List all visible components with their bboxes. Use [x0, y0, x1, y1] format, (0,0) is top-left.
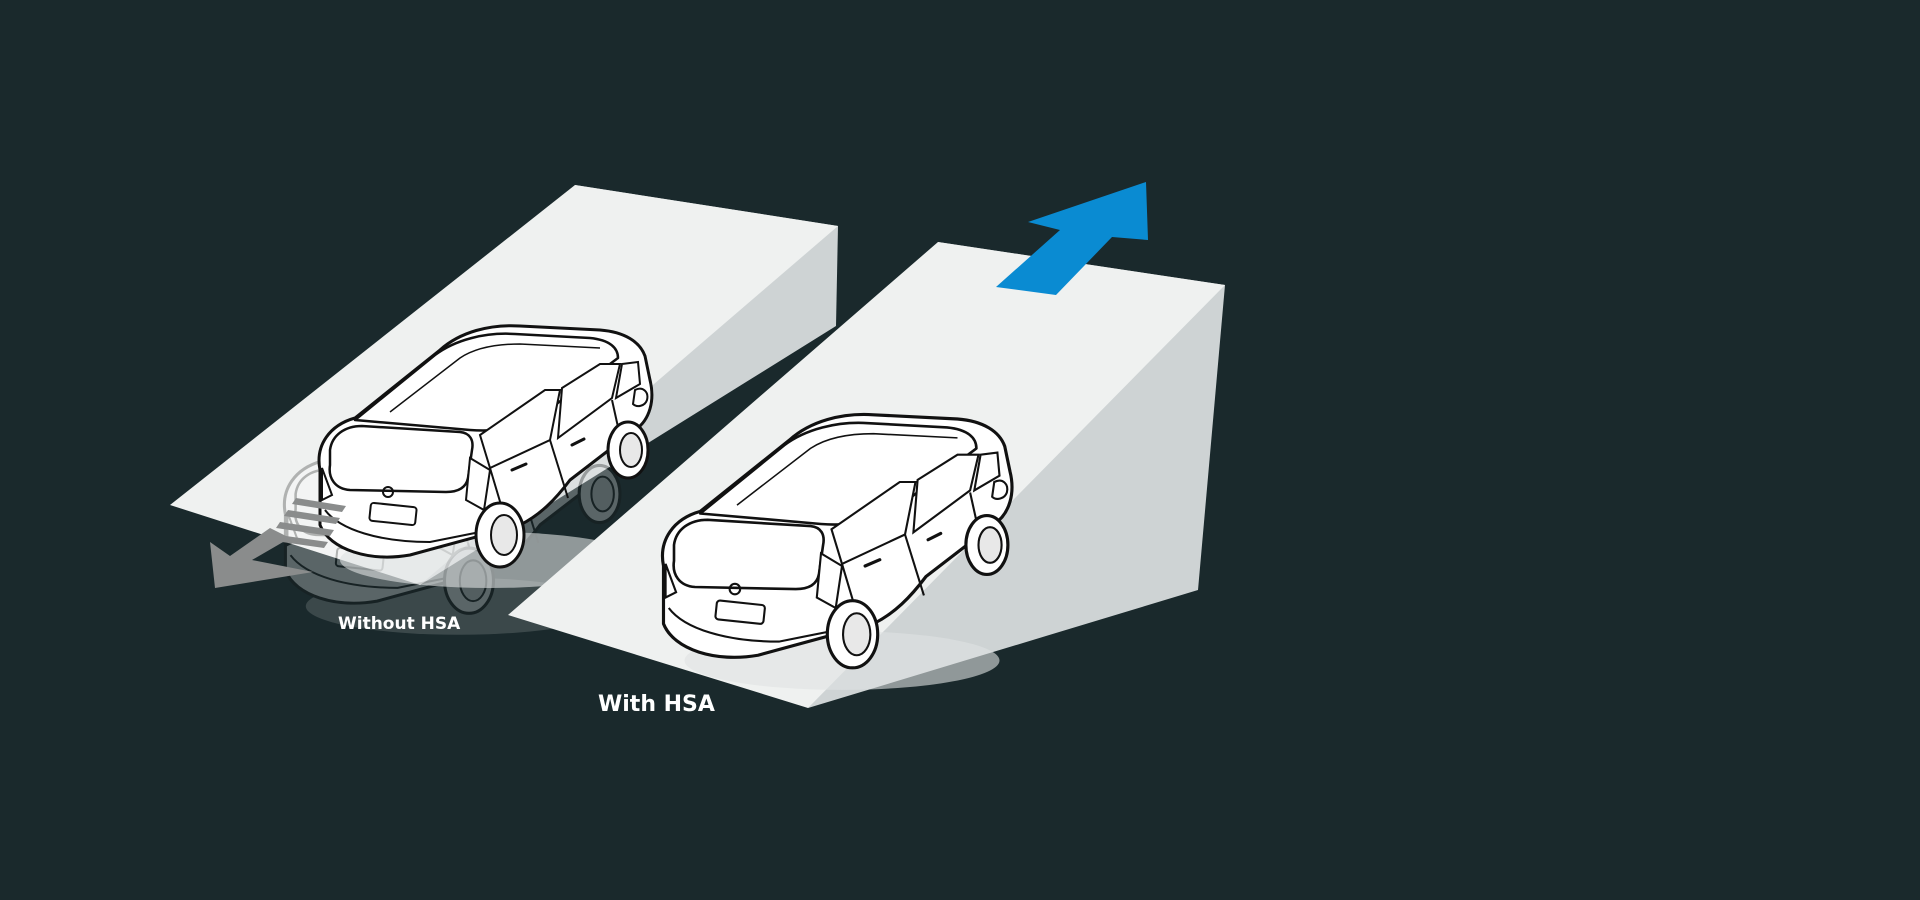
label-with-hsa: With HSA: [598, 692, 715, 717]
arrow-down-left-icon: [210, 528, 313, 588]
arrow-up-right-icon: [996, 182, 1148, 295]
label-without-hsa: Without HSA: [338, 614, 461, 634]
